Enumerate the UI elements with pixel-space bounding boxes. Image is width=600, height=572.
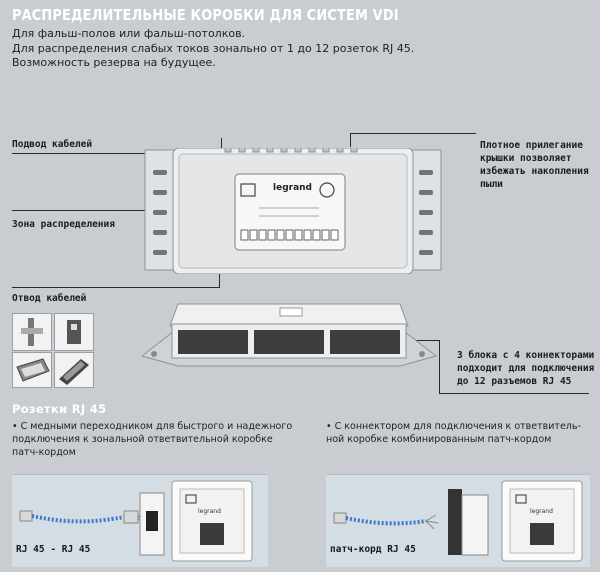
blocks-line	[395, 340, 440, 341]
caption-patch-cord: патч-корд RJ 45	[330, 544, 416, 555]
cable-in-line-vert	[221, 138, 222, 153]
bullet-right-line-1: • С коннектором для подключения к ответв…	[326, 421, 581, 432]
distribution-box-front-view	[140, 303, 438, 367]
bullet-left-line-2: подключения к зональной ответвительной к…	[12, 434, 273, 445]
socket-brand-left: legrand	[198, 508, 221, 515]
tight-fit-line-4: пыли	[480, 179, 503, 190]
bullet-left: • С медными переходником для быстрого и …	[12, 420, 292, 459]
page-title: РАСПРЕДЕЛИТЕЛЬНЫЕ КОРОБКИ ДЛЯ СИСТЕМ VDI	[12, 6, 399, 24]
patch-cord-illustration: legrand	[333, 480, 583, 562]
tight-fit-line-vert	[350, 133, 351, 147]
tight-fit-label: Плотное прилегание крышки позволяет избе…	[480, 139, 589, 191]
rj45-adapter-illustration: legrand	[19, 480, 253, 562]
cable-out-label: Отвод кабелей	[12, 293, 87, 304]
intro-line-3: Возможность резерва на будущее.	[12, 56, 216, 69]
caption-rj45-rj45: RJ 45 - RJ 45	[16, 544, 91, 555]
blocks-line-under	[439, 393, 589, 394]
blocks-line-1: 3 блока с 4 коннекторами	[457, 350, 595, 361]
cable-out-line-vert	[219, 270, 220, 288]
thumb-module-strip	[54, 352, 94, 388]
section-title-rj45: Розетки RJ 45	[12, 402, 107, 416]
tight-fit-line-3: избежать накопления	[480, 166, 589, 177]
thumb-box-open	[12, 352, 52, 388]
intro-text: Для фальш-полов или фальш-потолков. Для …	[12, 27, 414, 71]
distribution-zone-label: Зона распределения	[12, 219, 115, 230]
panel-rj45-rj45: legrand	[12, 474, 268, 567]
bullet-right: • С коннектором для подключения к ответв…	[326, 420, 581, 446]
socket-brand-right: legrand	[530, 508, 553, 515]
blocks-line-3: до 12 разъемов RJ 45	[457, 376, 572, 387]
tight-fit-line-2: крышки позволяет	[480, 153, 572, 164]
tight-fit-line-1: Плотное прилегание	[480, 140, 583, 151]
bullet-left-line-3: патч-кордом	[12, 447, 76, 458]
panel-patch-cord: legrand	[326, 474, 590, 567]
bullet-left-line-1: • С медными переходником для быстрого и …	[12, 421, 293, 432]
cable-out-line	[12, 287, 220, 288]
intro-line-1: Для фальш-полов или фальш-потолков.	[12, 27, 246, 40]
blocks-label: 3 блока с 4 коннекторами подходит для по…	[457, 349, 594, 388]
box-brand: legrand	[273, 183, 312, 193]
bullet-right-line-2: ной коробке комбинированным патч-кордом	[326, 434, 552, 445]
thumb-cable-tie	[12, 313, 52, 351]
blocks-line-vert	[439, 340, 440, 394]
thumb-connector	[54, 313, 94, 351]
cable-in-line	[12, 153, 222, 154]
distribution-zone-line	[12, 210, 256, 211]
intro-line-2: Для распределения слабых токов зонально …	[12, 41, 415, 55]
cable-in-label: Подвод кабелей	[12, 139, 93, 150]
tight-fit-line	[350, 133, 476, 134]
blocks-line-2: подходит для подключения	[457, 363, 595, 374]
distribution-box-top-view: legrand	[144, 148, 442, 274]
